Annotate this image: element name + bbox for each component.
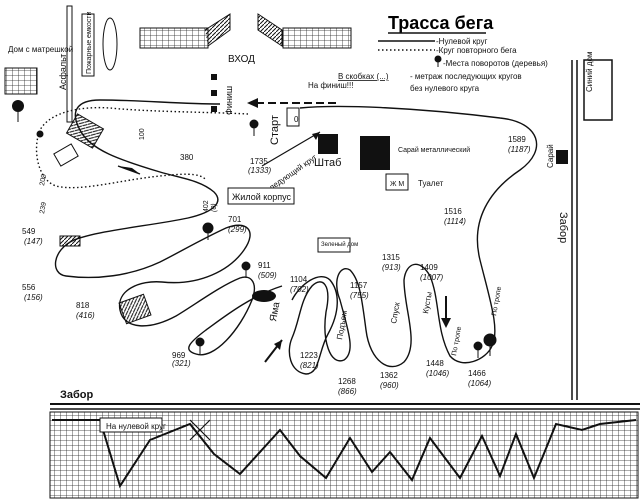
dist-969: 969 [172, 351, 186, 360]
to-finish-1: На финиш!!! [308, 81, 353, 90]
dist-1409: 1409 [420, 263, 438, 272]
living-block-label: Жилой корпус [232, 192, 292, 202]
toilet [385, 173, 409, 191]
asphalt-label: Асфальт [58, 54, 68, 90]
svg-text:(321): (321) [172, 359, 191, 368]
svg-text:(416): (416) [76, 311, 95, 320]
bushes-label: Кусты [421, 291, 434, 314]
legend-note-text2: без нулевого круга [410, 84, 480, 93]
dist-1516: 1516 [444, 207, 462, 216]
fire-tank-label: Пожарные емкости [86, 12, 93, 74]
entrance-gate: ВХОД [139, 13, 352, 65]
svg-text:(299): (299) [228, 225, 247, 234]
dist-402: 402 [203, 200, 210, 212]
entrance-label: ВХОД [228, 54, 255, 65]
dist-1466: 1466 [468, 369, 486, 378]
svg-text:(1333): (1333) [248, 166, 271, 175]
to-trees-label2: По тропе [491, 286, 503, 316]
green-house [317, 237, 351, 253]
svg-text:(0): (0) [211, 203, 218, 212]
legend-repeat-lap: -Круг повторного бега [436, 46, 517, 55]
dist-1157: 1157 [350, 281, 368, 290]
finish: Финиш На финиш!!! [211, 74, 353, 115]
svg-text:(1064): (1064) [468, 379, 491, 388]
zero-lap-path [288, 105, 538, 375]
fence-bottom-label: Забор [60, 389, 94, 401]
hq-label: Штаб [314, 157, 341, 169]
dist-1448: 1448 [426, 359, 444, 368]
legend-zero-lap: -Нулевой круг [436, 37, 488, 46]
dist-818: 818 [76, 301, 90, 310]
dist-1735: 1735 [250, 157, 268, 166]
fence-bottom: Забор [50, 389, 640, 410]
dist-1223: 1223 [300, 351, 318, 360]
tree-icon [434, 55, 442, 67]
shed: Сарай [546, 144, 568, 168]
dist-380: 380 [180, 153, 194, 162]
elevation-profile: На нулевой круг [49, 411, 639, 499]
toilet-sign: Ж М [390, 181, 404, 188]
svg-text:(156): (156) [24, 293, 43, 302]
fence-right: Забор [557, 60, 578, 400]
dist-1362: 1362 [380, 371, 398, 380]
svg-text:(147): (147) [24, 237, 43, 246]
dist-1589: 1589 [508, 135, 526, 144]
legend: -Нулевой круг -Круг повторного бега -Мес… [338, 37, 548, 93]
metal-shed [360, 136, 390, 170]
living-block [227, 187, 295, 205]
dist-549: 549 [22, 227, 36, 236]
svg-text:(960): (960) [380, 381, 399, 390]
dist-556: 556 [22, 283, 36, 292]
finish-label: Финиш [224, 86, 234, 115]
fence-right-label: Забор [557, 212, 569, 243]
distance-labels: 1589 (1187) 1516 (1114) 1409 (1007) 1315… [22, 115, 531, 396]
svg-text:(1007): (1007) [420, 273, 443, 282]
map-title: Трасса бега [388, 13, 494, 33]
dist-1268: 1268 [338, 377, 356, 386]
left-loops [54, 99, 283, 356]
zero-lap-label: На нулевой круг [106, 422, 166, 431]
dist-1104: 1104 [290, 275, 308, 284]
svg-text:(1114): (1114) [444, 217, 466, 226]
svg-text:(1187): (1187) [508, 145, 531, 154]
to-trees-label: По тропе [451, 326, 463, 356]
matryoshka-house-label: Дом с матрешкой [8, 45, 73, 54]
dist-209: 209 [39, 174, 48, 187]
dist-911: 911 [258, 261, 271, 270]
toilet-label: Туалет [418, 179, 444, 188]
dist-0: 0 [294, 115, 299, 124]
start-label: Старт [269, 115, 281, 145]
legend-turns: -Места поворотов (деревья) [443, 59, 548, 68]
svg-text:(702): (702) [290, 285, 309, 294]
svg-text:(866): (866) [338, 387, 357, 396]
shed-label: Сарай [546, 144, 555, 168]
svg-text:(1046): (1046) [426, 369, 449, 378]
dist-100: 100 [139, 128, 146, 140]
descent-label: Спуск [389, 301, 402, 324]
repeat-lap-path [35, 106, 249, 189]
svg-text:(755): (755) [350, 291, 369, 300]
metal-shed-label: Сарай металлический [398, 146, 470, 154]
dist-239: 239 [39, 202, 48, 215]
dist-701: 701 [228, 215, 242, 224]
green-house-label: Зеленый дом [321, 241, 358, 248]
legend-note-prefix: В скобках (...) [338, 72, 389, 81]
svg-text:(509): (509) [258, 271, 277, 280]
dist-1315: 1315 [382, 253, 400, 262]
matryoshka-house: Дом с матрешкой [4, 45, 73, 122]
pit-label: Яма [268, 301, 282, 323]
blue-house-label: Синий дом [585, 52, 594, 92]
svg-text:(821): (821) [300, 361, 319, 370]
blue-house: Синий дом [583, 52, 613, 121]
svg-text:(913): (913) [382, 263, 401, 272]
legend-note-text: - метраж последующих кругов [410, 72, 522, 81]
